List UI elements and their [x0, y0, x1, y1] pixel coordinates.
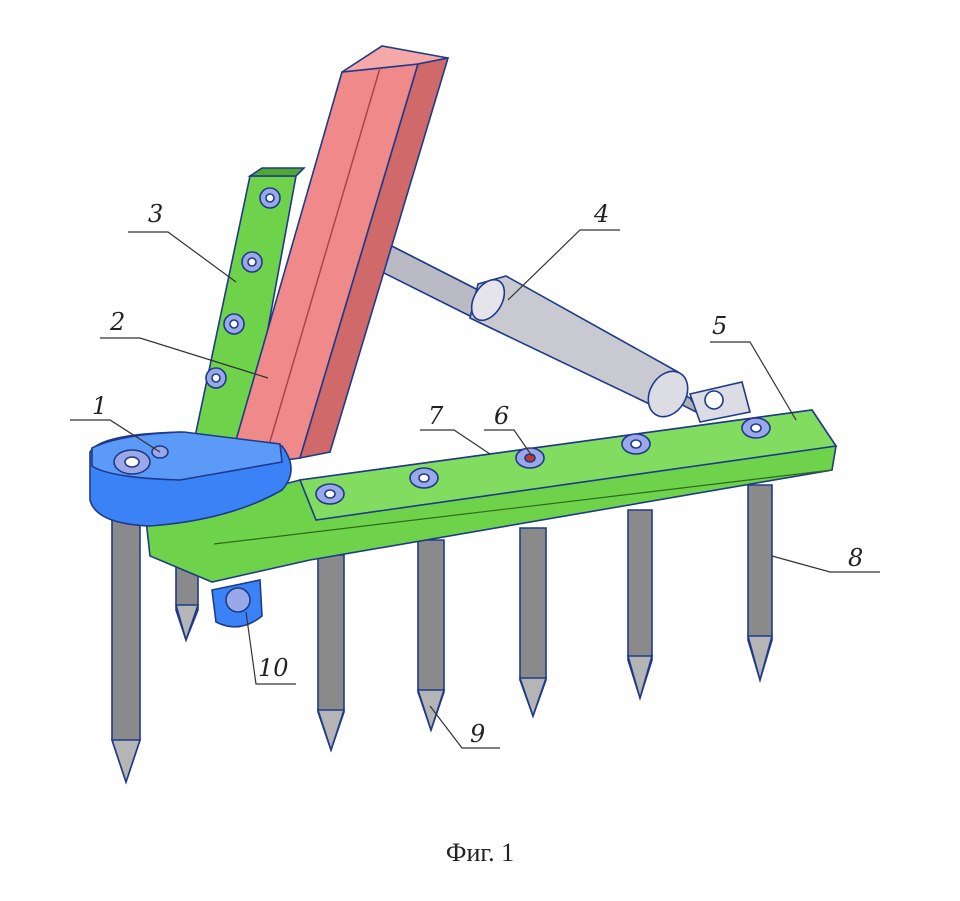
tine-5	[518, 527, 548, 719]
label-9: 9	[470, 720, 485, 748]
tine-3	[316, 554, 346, 753]
vertical-plate	[187, 167, 306, 471]
callout-8: 8	[771, 544, 880, 573]
tine-7	[746, 484, 774, 684]
label-6: 6	[494, 402, 509, 430]
label-1: 1	[92, 392, 107, 420]
tine-2	[174, 564, 200, 643]
callout-4: 4	[507, 200, 620, 301]
callout-9: 9	[429, 705, 500, 749]
label-2: 2	[109, 308, 125, 336]
plate-bolts	[205, 187, 281, 389]
tine-4	[416, 539, 446, 733]
label-5: 5	[712, 312, 727, 340]
hinge-lower-lug	[211, 579, 263, 628]
frame-bolts	[315, 417, 771, 505]
figure-caption: Фиг. 1	[445, 838, 515, 867]
callout-1: 1	[70, 392, 161, 453]
label-7: 7	[428, 402, 444, 430]
callout-5: 5	[710, 312, 797, 421]
callout-3: 3	[128, 200, 237, 283]
callout-2: 2	[100, 308, 269, 379]
label-4: 4	[593, 200, 609, 228]
tine-frame	[145, 381, 838, 583]
cylinder-bracket	[688, 381, 751, 423]
hydraulic-cylinder	[360, 233, 703, 418]
callout-6: 6	[484, 402, 533, 457]
callouts: 1 2 3 4 5 6 7 8	[70, 200, 880, 749]
callout-10: 10	[245, 611, 296, 685]
hinge-plate	[89, 431, 292, 527]
main-beam	[226, 45, 450, 469]
label-10: 10	[258, 654, 289, 682]
tine-6	[626, 509, 654, 701]
tine-1	[110, 519, 142, 785]
callout-7: 7	[420, 402, 491, 455]
label-3: 3	[148, 200, 163, 228]
label-8: 8	[848, 544, 863, 572]
